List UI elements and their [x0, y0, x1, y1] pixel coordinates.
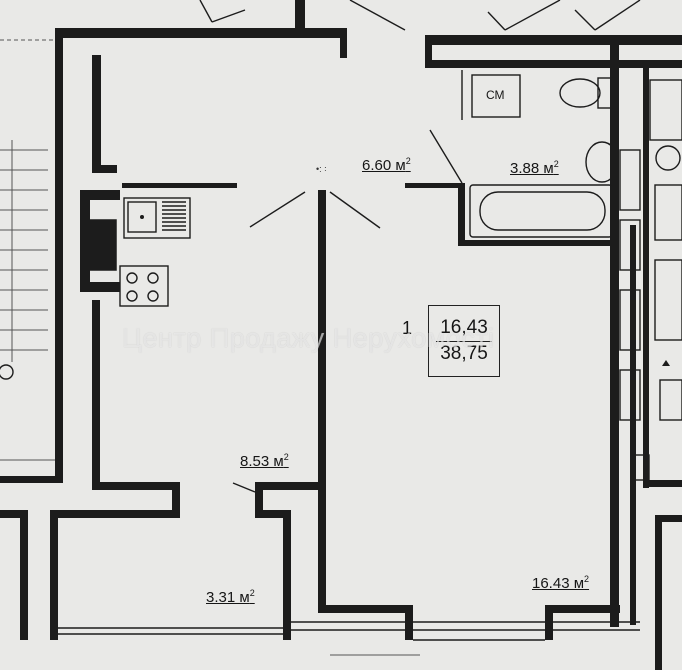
living-area: 16,43 [440, 316, 488, 338]
partitions [255, 183, 620, 640]
bathroom-area-label: 3.88 м2 [510, 159, 559, 177]
living-room-area: 16.43 м [532, 575, 585, 592]
watermark-text: Центр Продажу Нерухомості [122, 323, 495, 353]
balcony-area-label: 3.31 м2 [206, 588, 255, 606]
hall-area-unit: 2 [405, 156, 411, 166]
misc-marks: •: ꞉ [316, 164, 327, 174]
bathroom-fixtures [461, 70, 619, 238]
kitchen-walls [80, 55, 237, 512]
living-room-area-unit: 2 [584, 574, 590, 584]
balcony [0, 510, 291, 640]
balcony-area: 3.31 м [206, 589, 250, 606]
toilet-label: СМ [486, 88, 505, 102]
summary-divider [436, 340, 492, 342]
kitchen-area-unit: 2 [283, 452, 289, 462]
hall-area-label: 6.60 м2 [362, 156, 411, 174]
door-swings [199, 0, 641, 493]
kitchen-fixtures [119, 197, 191, 307]
living-room-area-label: 16.43 м2 [532, 574, 589, 592]
total-area: 38,75 [440, 342, 488, 364]
kitchen-area: 8.53 м [240, 453, 284, 470]
bathroom-area-unit: 2 [553, 159, 559, 169]
balcony-area-unit: 2 [249, 588, 255, 598]
apartment-area-summary: 16,43 38,75 [428, 305, 500, 377]
staircase [0, 28, 63, 483]
exterior-walls [55, 0, 682, 670]
windows [290, 621, 640, 656]
svg-text:•: ꞉: •: ꞉ [316, 164, 327, 174]
apartment-number: 1 [402, 318, 413, 338]
hall-area: 6.60 м [362, 157, 406, 174]
neighbor-fixtures [619, 79, 682, 481]
bathroom-area: 3.88 м [510, 160, 554, 177]
kitchen-area-label: 8.53 м2 [240, 452, 289, 470]
